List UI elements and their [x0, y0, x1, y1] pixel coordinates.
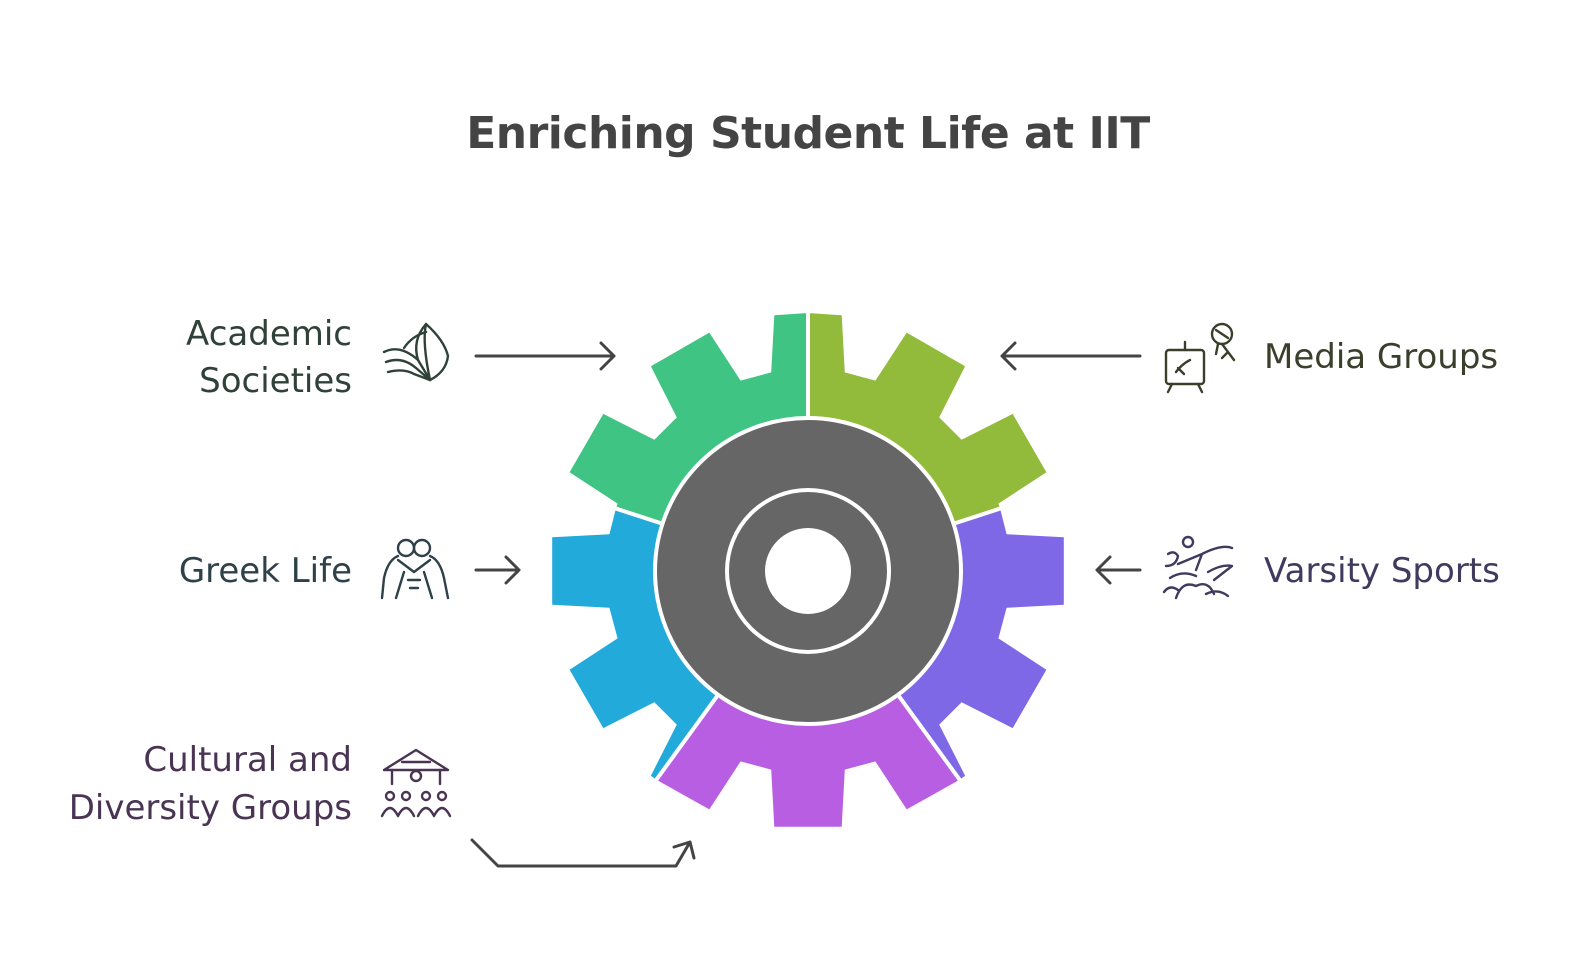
gear-segment-greek-life	[552, 508, 719, 780]
embracing-people-icon	[380, 538, 450, 600]
segment-divider	[652, 693, 720, 785]
academic-societies-line1: Academic	[186, 314, 352, 354]
segment-divider	[896, 693, 964, 785]
pavilion-crowd-icon	[380, 748, 452, 818]
easel-microphone-icon	[1164, 322, 1236, 394]
segment-divider	[558, 488, 664, 526]
arrow-cultural	[470, 838, 696, 868]
open-book-icon	[382, 322, 450, 382]
gear-segment-cultural-diversity-groups	[656, 694, 960, 827]
gear-segment-academic-societies	[569, 313, 808, 524]
gear-inner-ring	[725, 488, 891, 654]
arrow-greek	[474, 555, 521, 585]
label-media-groups: Media Groups	[1264, 337, 1498, 377]
segment-divider	[952, 488, 1058, 526]
label-cultural-diversity-groups: Cultural and Diversity Groups	[69, 740, 352, 828]
gear	[552, 309, 1064, 827]
cultural-diversity-line2: Diversity Groups	[69, 788, 352, 828]
gear-segment-media-groups	[808, 313, 1047, 524]
diagram-title: Enriching Student Life at IIT	[466, 108, 1150, 159]
label-academic-societies: Academic Societies	[186, 314, 352, 401]
arrow-academic	[474, 341, 616, 371]
arrow-media	[1000, 341, 1142, 371]
academic-societies-line2: Societies	[199, 361, 352, 401]
label-greek-life: Greek Life	[179, 551, 352, 591]
cultural-diversity-line1: Cultural and	[143, 740, 352, 780]
athlete-jumping-icon	[1162, 535, 1234, 600]
arrow-varsity	[1095, 555, 1142, 585]
segment-dividers	[558, 309, 1058, 785]
gear-segment-varsity-sports	[897, 508, 1064, 780]
gear-center-hole	[765, 528, 851, 614]
label-varsity-sports: Varsity Sports	[1264, 551, 1500, 591]
